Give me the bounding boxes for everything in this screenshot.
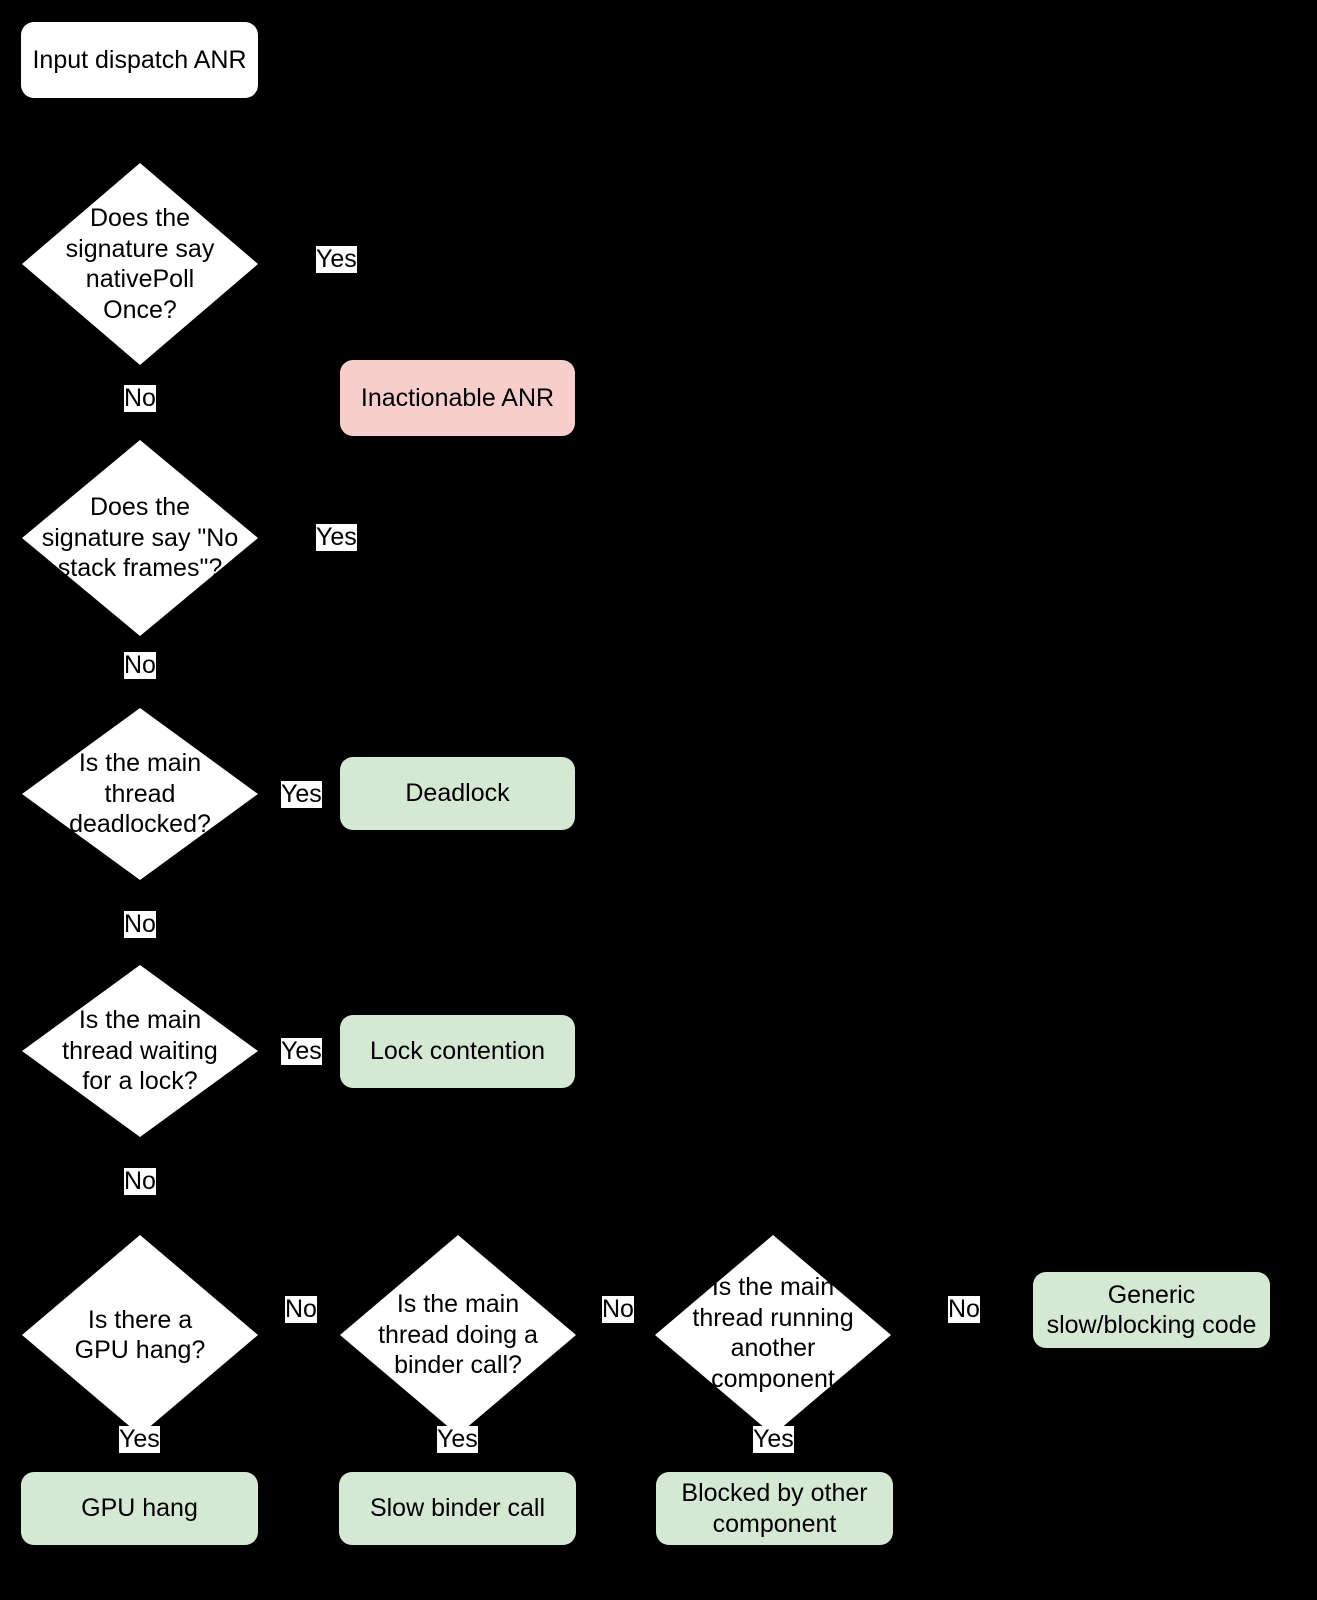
- edge-label-binder-call-no: No: [602, 1295, 634, 1323]
- diamond-shape: [22, 1235, 258, 1435]
- decision-gpu-hang[interactable]: Is there a GPU hang?: [22, 1235, 258, 1435]
- edge-label-other-component-yes: Yes: [753, 1425, 794, 1453]
- edge-label-other-component-no: No: [948, 1295, 980, 1323]
- edge-label-deadlocked-no: No: [124, 910, 156, 938]
- edge-label-gpu-hang-yes: Yes: [119, 1425, 160, 1453]
- edge-label-gpu-hang-no: No: [285, 1295, 317, 1323]
- diamond-shape: [340, 1235, 576, 1435]
- node-generic-slow-blocking-code[interactable]: Generic slow/blocking code: [1033, 1272, 1270, 1348]
- edge-label-nostackframes-no: No: [124, 651, 156, 679]
- decision-nativepollonce[interactable]: Does the signature say nativePoll Once?: [22, 163, 258, 365]
- decision-main-thread-deadlocked[interactable]: Is the main thread deadlocked?: [22, 708, 258, 880]
- decision-binder-call[interactable]: Is the main thread doing a binder call?: [340, 1235, 576, 1435]
- diamond-shape: [22, 440, 258, 636]
- edge-label-nativepollonce-no: No: [124, 384, 156, 412]
- decision-other-component[interactable]: Is the main thread running another compo…: [655, 1235, 891, 1435]
- edge-label-nativepollonce-yes: Yes: [316, 245, 357, 273]
- node-inactionable-anr[interactable]: Inactionable ANR: [340, 360, 575, 436]
- diamond-shape: [22, 163, 258, 365]
- diamond-shape: [22, 965, 258, 1137]
- edge-label-deadlocked-yes: Yes: [281, 780, 322, 808]
- edge-label-waiting-lock-yes: Yes: [281, 1037, 322, 1065]
- decision-main-thread-waiting-lock[interactable]: Is the main thread waiting for a lock?: [22, 965, 258, 1137]
- edge-label-nostackframes-yes: Yes: [316, 523, 357, 551]
- node-deadlock[interactable]: Deadlock: [340, 757, 575, 830]
- node-lock-contention[interactable]: Lock contention: [340, 1015, 575, 1088]
- diamond-shape: [655, 1235, 891, 1435]
- diamond-shape: [22, 708, 258, 880]
- node-slow-binder-call[interactable]: Slow binder call: [339, 1472, 576, 1545]
- edge-label-binder-call-yes: Yes: [437, 1425, 478, 1453]
- node-gpu-hang[interactable]: GPU hang: [21, 1472, 258, 1545]
- decision-no-stack-frames[interactable]: Does the signature say "No stack frames"…: [22, 440, 258, 636]
- node-start[interactable]: Input dispatch ANR: [21, 22, 258, 98]
- node-blocked-by-other-component[interactable]: Blocked by other component: [656, 1472, 893, 1545]
- edge-label-waiting-lock-no: No: [124, 1167, 156, 1195]
